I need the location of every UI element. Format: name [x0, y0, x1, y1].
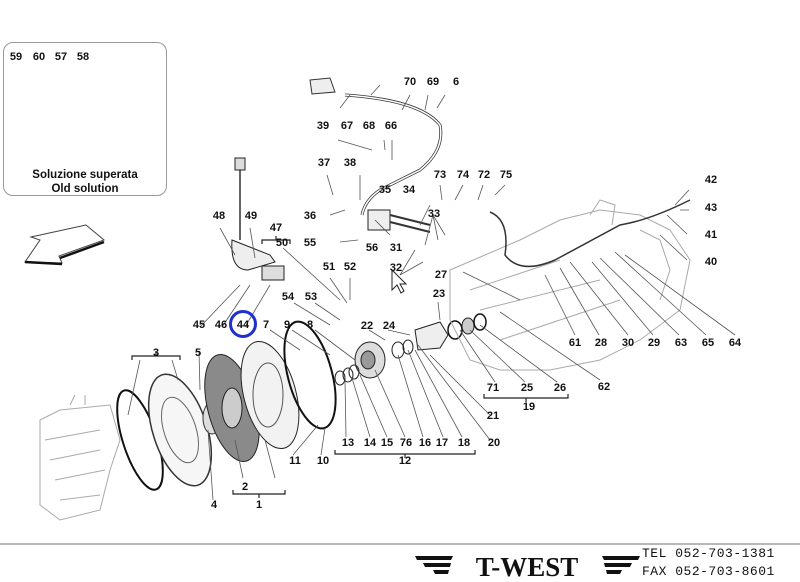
bracket	[231, 239, 276, 271]
part-label-21[interactable]: 21	[486, 410, 500, 422]
part-label-65[interactable]: 65	[701, 337, 715, 349]
part-label-57[interactable]: 57	[54, 51, 68, 63]
part-label-61[interactable]: 61	[568, 337, 582, 349]
part-label-69[interactable]: 69	[426, 76, 440, 88]
engine-block	[39, 394, 121, 521]
fax-line: FAX 052-703-8601	[642, 564, 775, 579]
part-label-56[interactable]: 56	[365, 242, 379, 254]
tel-line: TEL 052-703-1381	[642, 546, 775, 561]
part-label-9[interactable]: 9	[283, 319, 291, 331]
part-label-16[interactable]: 16	[418, 437, 432, 449]
brand-name: T-WEST	[476, 552, 579, 580]
part-label-3[interactable]: 3	[152, 347, 160, 359]
part-label-28[interactable]: 28	[594, 337, 608, 349]
part-label-30[interactable]: 30	[621, 337, 635, 349]
pressure-plate	[240, 340, 300, 450]
part-label-7[interactable]: 7	[262, 319, 270, 331]
part-label-46[interactable]: 46	[214, 319, 228, 331]
gearbox-housing	[449, 199, 691, 371]
part-label-33[interactable]: 33	[427, 208, 441, 220]
part-label-24[interactable]: 24	[382, 320, 396, 332]
exploded-parts-diagram	[24, 67, 736, 521]
part-label-25[interactable]: 25	[520, 382, 534, 394]
part-label-44[interactable]: 44	[236, 319, 250, 331]
inset-caption-english: Old solution	[51, 183, 119, 195]
part-label-70[interactable]: 70	[403, 76, 417, 88]
part-label-37[interactable]: 37	[317, 157, 331, 169]
slave-cylinder	[414, 321, 449, 351]
part-label-62[interactable]: 62	[597, 381, 611, 393]
part-label-12[interactable]: 12	[398, 455, 412, 467]
footer-divider	[0, 543, 800, 545]
sensor-cable	[489, 199, 691, 268]
part-label-6[interactable]: 6	[452, 76, 460, 88]
part-label-51[interactable]: 51	[322, 261, 336, 273]
part-label-52[interactable]: 52	[343, 261, 357, 273]
part-label-34[interactable]: 34	[402, 184, 416, 196]
part-label-39[interactable]: 39	[316, 120, 330, 132]
part-label-67[interactable]: 67	[340, 120, 354, 132]
part-label-72[interactable]: 72	[477, 169, 491, 181]
part-label-5[interactable]: 5	[194, 347, 202, 359]
part-label-47[interactable]: 47	[269, 222, 283, 234]
part-label-63[interactable]: 63	[674, 337, 688, 349]
part-label-48[interactable]: 48	[212, 210, 226, 222]
part-label-49[interactable]: 49	[244, 210, 258, 222]
part-label-26[interactable]: 26	[553, 382, 567, 394]
part-label-18[interactable]: 18	[457, 437, 471, 449]
part-label-31[interactable]: 31	[389, 242, 403, 254]
tel-label: TEL	[642, 546, 667, 561]
part-label-35[interactable]: 35	[378, 184, 392, 196]
part-label-73[interactable]: 73	[433, 169, 447, 181]
part-label-10[interactable]: 10	[316, 455, 330, 467]
part-label-8[interactable]: 8	[306, 319, 314, 331]
old-solution-inset: Soluzione superata Old solution	[3, 42, 167, 196]
part-label-42[interactable]: 42	[704, 174, 718, 186]
part-label-64[interactable]: 64	[728, 337, 742, 349]
part-label-43[interactable]: 43	[704, 202, 718, 214]
mouse-cursor-icon	[391, 268, 408, 294]
part-label-19[interactable]: 19	[522, 401, 536, 413]
part-label-71[interactable]: 71	[486, 382, 500, 394]
part-label-32[interactable]: 32	[389, 262, 403, 274]
part-label-75[interactable]: 75	[499, 169, 513, 181]
part-label-40[interactable]: 40	[704, 256, 718, 268]
part-label-76[interactable]: 76	[399, 437, 413, 449]
clutch-cover-ring	[283, 320, 337, 430]
t-west-logo: T-WEST	[415, 552, 640, 580]
part-label-4[interactable]: 4	[210, 499, 218, 511]
part-label-17[interactable]: 17	[435, 437, 449, 449]
fax-number: 052-703-8601	[675, 564, 775, 579]
tel-number[interactable]: 052-703-1381	[675, 546, 775, 561]
part-label-14[interactable]: 14	[363, 437, 377, 449]
part-label-53[interactable]: 53	[304, 291, 318, 303]
part-label-1[interactable]: 1	[255, 499, 263, 511]
part-label-23[interactable]: 23	[432, 288, 446, 300]
part-label-36[interactable]: 36	[303, 210, 317, 222]
inset-caption-italian: Soluzione superata	[32, 169, 138, 181]
part-label-22[interactable]: 22	[360, 320, 374, 332]
part-label-58[interactable]: 58	[76, 51, 90, 63]
part-label-50[interactable]: 50	[275, 237, 289, 249]
part-label-74[interactable]: 74	[456, 169, 470, 181]
part-label-45[interactable]: 45	[192, 319, 206, 331]
selected-part-highlight	[229, 310, 257, 338]
part-label-68[interactable]: 68	[362, 120, 376, 132]
valve-block	[367, 209, 391, 231]
part-label-20[interactable]: 20	[487, 437, 501, 449]
part-label-55[interactable]: 55	[303, 237, 317, 249]
part-label-2[interactable]: 2	[241, 481, 249, 493]
part-label-27[interactable]: 27	[434, 269, 448, 281]
part-label-15[interactable]: 15	[380, 437, 394, 449]
part-label-13[interactable]: 13	[341, 437, 355, 449]
part-label-59[interactable]: 59	[9, 51, 23, 63]
part-label-29[interactable]: 29	[647, 337, 661, 349]
part-label-60[interactable]: 60	[32, 51, 46, 63]
part-label-54[interactable]: 54	[281, 291, 295, 303]
part-label-66[interactable]: 66	[384, 120, 398, 132]
part-label-41[interactable]: 41	[704, 229, 718, 241]
part-label-38[interactable]: 38	[343, 157, 357, 169]
part-label-11[interactable]: 11	[289, 455, 301, 467]
fax-label: FAX	[642, 564, 667, 579]
